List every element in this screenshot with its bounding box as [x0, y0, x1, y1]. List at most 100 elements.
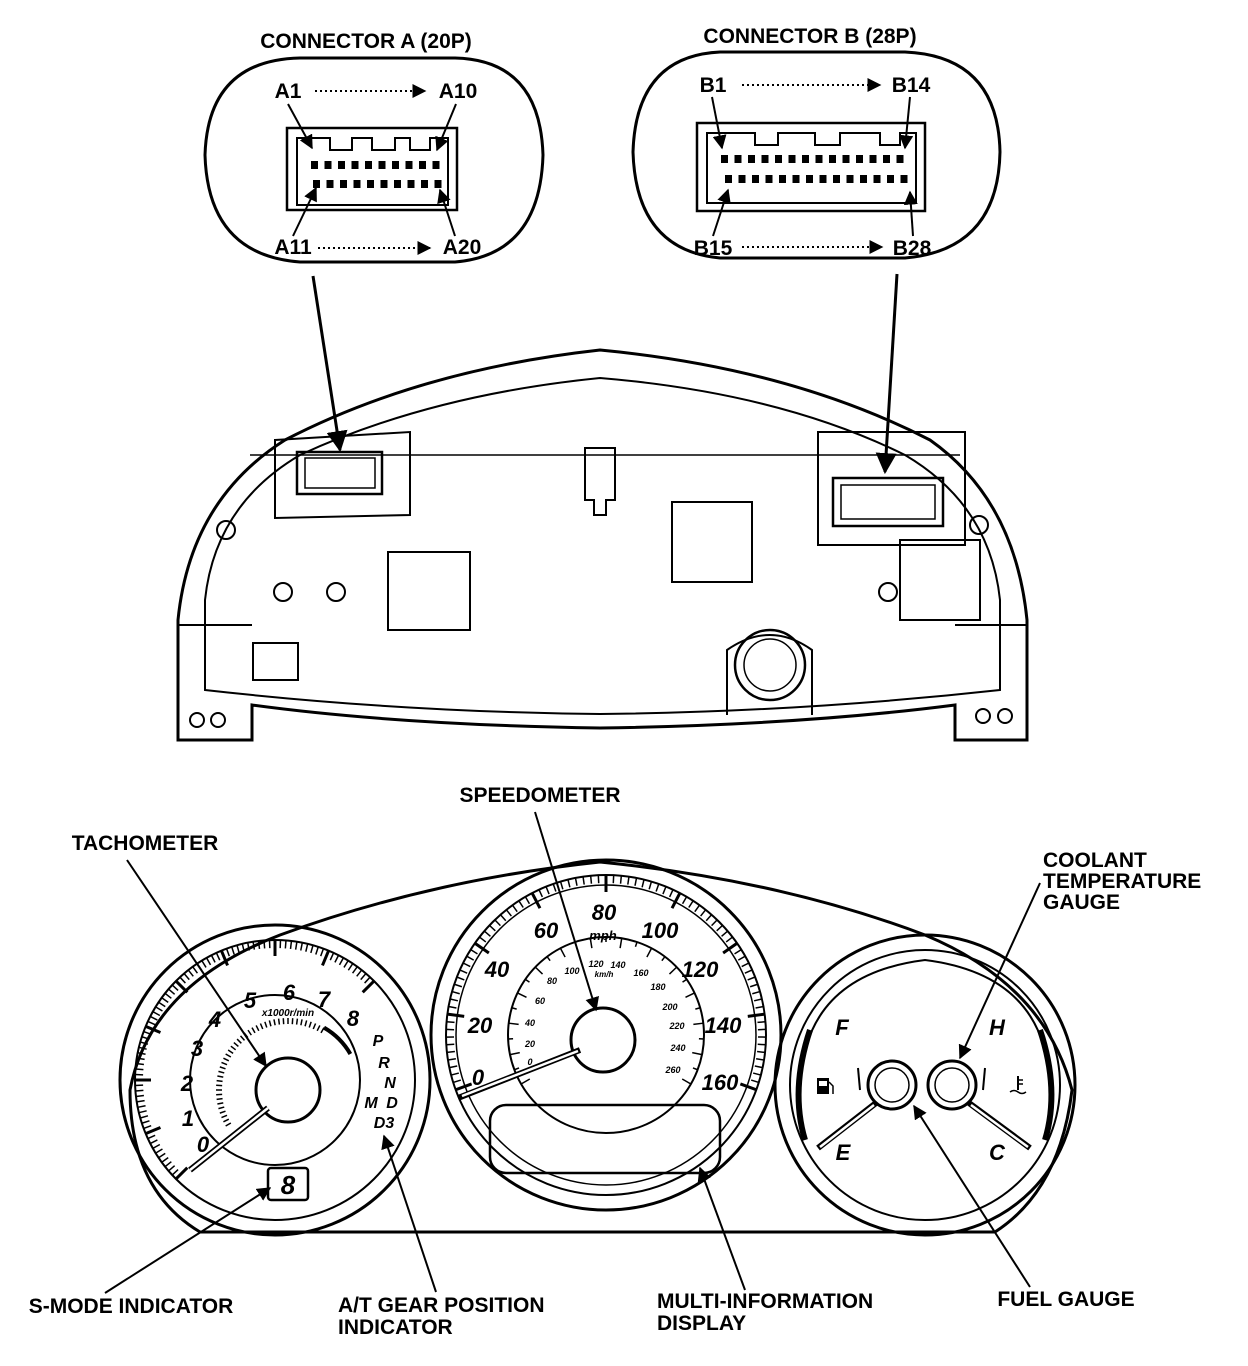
fuel-pump-icon [817, 1078, 834, 1094]
tach-tick [338, 957, 345, 966]
speedo-tick [451, 990, 460, 995]
connector-pin [765, 175, 773, 183]
temp-scale-arc [1037, 1029, 1055, 1141]
kmh-tick [559, 947, 566, 958]
tach-inner-tick [239, 1035, 246, 1041]
tach-tick [361, 979, 376, 994]
connector-pin [761, 155, 769, 163]
tach-tick [140, 1041, 149, 1045]
speedometer-label: SPEEDOMETER [459, 784, 620, 807]
tach-inner-tick [223, 1118, 230, 1123]
connector-pin [788, 155, 796, 163]
pin-pointer-arrow [437, 188, 456, 237]
pin-b14-label: B14 [892, 74, 931, 97]
pin-pointer-arrow [903, 190, 918, 237]
speedo-tick [447, 1058, 456, 1061]
speedo-tick [449, 998, 459, 1002]
at-gear-leader [381, 1134, 437, 1293]
connector-b-housing [695, 121, 927, 213]
tach-number: 3 [191, 1036, 203, 1061]
tach-number: 0 [197, 1132, 210, 1157]
tach-tick [143, 1030, 152, 1036]
tach-tick [140, 1115, 149, 1119]
speedo-tick [700, 909, 707, 917]
mph-number: 0 [472, 1065, 485, 1090]
tach-tick [356, 969, 363, 977]
speedo-tick [634, 877, 638, 886]
s-mode-leader [104, 1187, 272, 1294]
at-gear-label-line1: A/T GEAR POSITION [338, 1294, 545, 1317]
tach-tick [220, 950, 229, 967]
connector-pin [419, 161, 426, 169]
speedo-tick [448, 1005, 457, 1009]
pin-pointer-arrow [292, 186, 317, 237]
tach-inner-tick [277, 1018, 281, 1025]
speedo-tick [455, 1082, 473, 1092]
tach-tick [360, 973, 367, 981]
kmh-tick [646, 947, 653, 958]
connector-pin [752, 175, 759, 183]
speedo-tick [462, 962, 471, 968]
tachometer-label: TACHOMETER [72, 832, 219, 855]
speedo-tick [446, 1050, 455, 1054]
tach-inner-tick [216, 1079, 223, 1083]
coolant-leader [958, 882, 1041, 1060]
tach-tick [294, 941, 298, 950]
connector-pin [407, 180, 415, 188]
tach-tick [137, 1105, 146, 1109]
tach-tick [171, 984, 179, 991]
tach-inner-tick [225, 1053, 232, 1058]
connector-pin [313, 180, 320, 188]
speedo-tick [641, 879, 645, 888]
tach-tick [138, 1046, 147, 1050]
connector-pin [378, 161, 386, 169]
pin-a1-label: A1 [275, 80, 302, 103]
speedo-tick [479, 936, 487, 943]
speedo-tick [681, 896, 688, 905]
speedo-tick [466, 955, 475, 961]
tach-tick [164, 992, 172, 999]
coolant-label-line3: GAUGE [1043, 891, 1120, 914]
kmh-number: 200 [661, 1002, 677, 1012]
tach-inner-tick [217, 1102, 224, 1105]
speedometer-leader [534, 811, 599, 1012]
pin-pointer-arrow [711, 96, 727, 150]
tach-inner-tick [316, 1025, 321, 1032]
tach-tick [168, 1165, 176, 1172]
speedo-tick [499, 914, 507, 922]
speedo-tick [582, 876, 585, 885]
s-mode-digit: 8 [281, 1170, 296, 1200]
speedo-tick [454, 983, 463, 988]
connector-b-detail: CONNECTOR B (28P) B1 B14 B15 B28 [631, 25, 1002, 260]
tach-tick [171, 1169, 179, 1176]
speedo-tick [739, 1082, 757, 1092]
speedo-tick [756, 1058, 765, 1061]
tach-tick [168, 988, 176, 995]
at-gear-label-line2: INDICATOR [338, 1316, 453, 1339]
kmh-tick [685, 992, 695, 998]
tach-tick [347, 963, 354, 971]
kmh-tick [514, 1067, 520, 1071]
speedo-tick [734, 948, 742, 955]
pin-pointer-arrow [712, 188, 731, 237]
kmh-tick [546, 956, 551, 962]
connector-b-socket [817, 431, 966, 546]
speedo-tick [538, 889, 544, 898]
tach-tick [329, 952, 335, 961]
tach-tick [141, 1036, 150, 1040]
tach-tick [321, 950, 330, 967]
kmh-tick [517, 992, 527, 998]
speedo-tick [450, 1072, 460, 1076]
pin-pointer-arrow [899, 96, 914, 150]
tach-tick [136, 1099, 145, 1103]
temp-cold-label: C [989, 1140, 1006, 1165]
fuel-scale-arc [795, 1029, 813, 1141]
kmh-number: 40 [524, 1018, 535, 1028]
connector-pin [380, 180, 388, 188]
connector-b-pins [721, 155, 908, 183]
tach-tick [174, 1166, 189, 1181]
speedo-tick [559, 881, 564, 890]
tach-tick [149, 1139, 158, 1145]
speedo-tick [711, 919, 718, 927]
kmh-number: 260 [664, 1065, 680, 1075]
